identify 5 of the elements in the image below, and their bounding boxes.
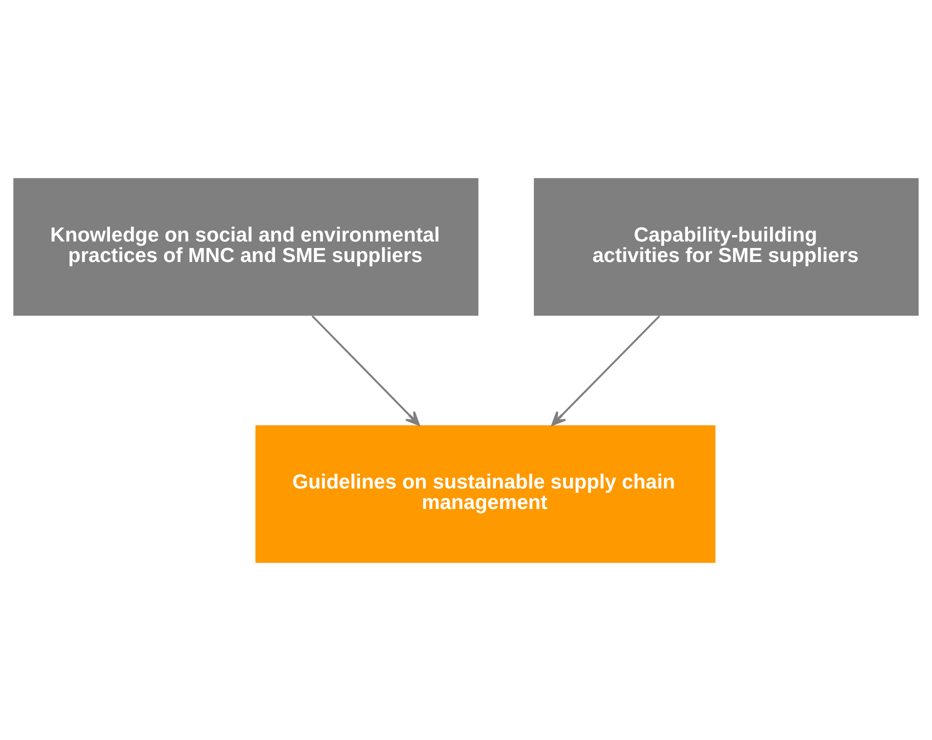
- node-box: Knowledge on social and environmental practices of MNC and SME suppliers: [13, 178, 478, 316]
- node-box: Guidelines on sustainable supply chain management: [255, 424, 716, 562]
- node-box: Capability-building activities for SME suppliers: [534, 178, 919, 316]
- arrow: [551, 314, 660, 426]
- arrow: [312, 314, 420, 426]
